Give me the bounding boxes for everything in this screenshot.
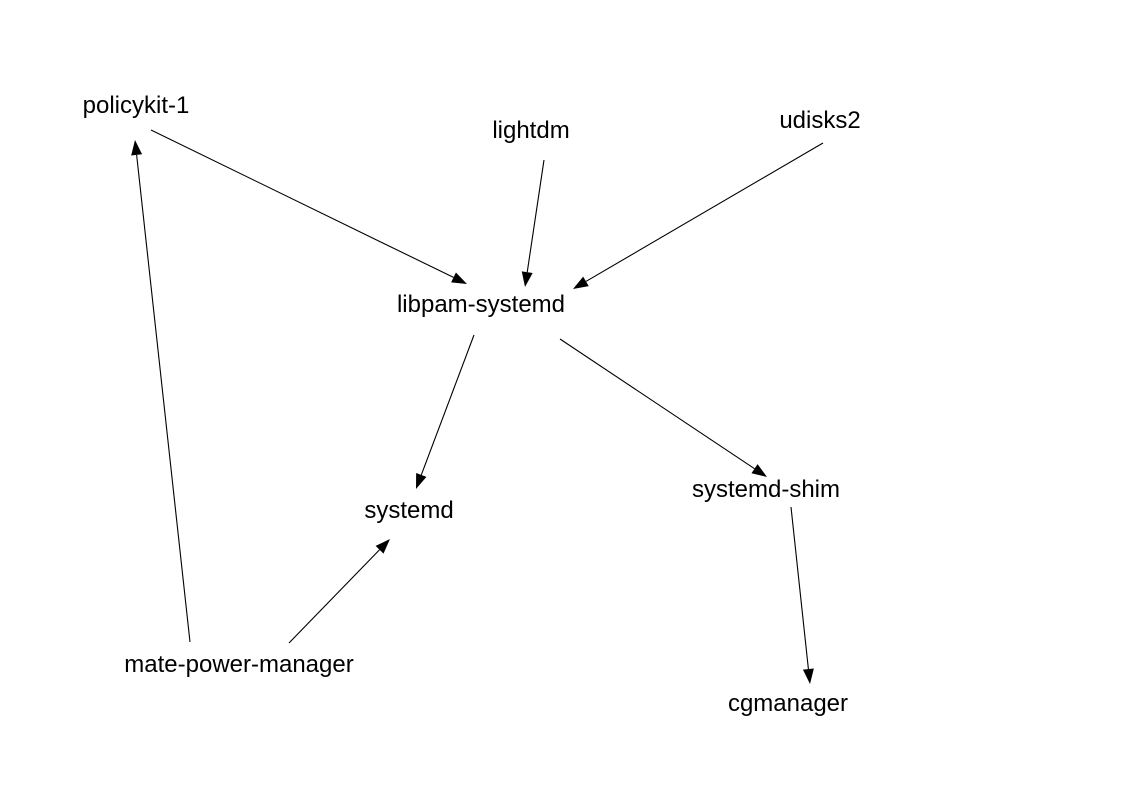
edge-udisks2-to-libpam xyxy=(573,142,824,289)
node-systemd: systemd xyxy=(364,497,453,524)
arrowhead xyxy=(521,271,533,287)
edges xyxy=(131,129,824,684)
edge-line xyxy=(150,129,454,278)
edge-line xyxy=(790,506,809,670)
edge-policykit-to-libpam xyxy=(150,129,467,284)
edge-line xyxy=(585,142,824,282)
node-cgmanager: cgmanager xyxy=(728,690,848,717)
node-udisks2: udisks2 xyxy=(779,107,860,134)
edge-mate-to-systemd xyxy=(288,539,390,644)
arrowhead xyxy=(802,668,814,684)
arrowhead xyxy=(751,464,767,477)
edge-libpam-to-shim xyxy=(559,338,767,477)
edge-line xyxy=(420,334,475,476)
arrowhead xyxy=(131,140,143,156)
arrowhead xyxy=(416,473,427,489)
node-systemd-shim: systemd-shim xyxy=(692,476,840,503)
node-policykit-1: policykit-1 xyxy=(83,92,190,119)
edge-shim-to-cgmanager xyxy=(790,506,814,684)
edge-line xyxy=(288,549,380,644)
edge-line xyxy=(559,338,755,470)
edge-lightdm-to-libpam xyxy=(521,159,545,287)
arrowhead xyxy=(573,276,589,289)
nodes: policykit-1 lightdm udisks2 libpam-syste… xyxy=(83,92,861,717)
node-libpam-systemd: libpam-systemd xyxy=(397,291,565,318)
edge-libpam-to-systemd xyxy=(416,334,475,489)
node-mate-power-manager: mate-power-manager xyxy=(124,651,353,678)
node-lightdm: lightdm xyxy=(492,117,569,144)
arrowhead xyxy=(375,539,390,554)
edge-line xyxy=(526,159,545,273)
edge-line xyxy=(136,154,191,643)
edge-mate-to-policykit xyxy=(131,140,191,643)
arrowhead xyxy=(451,272,467,284)
